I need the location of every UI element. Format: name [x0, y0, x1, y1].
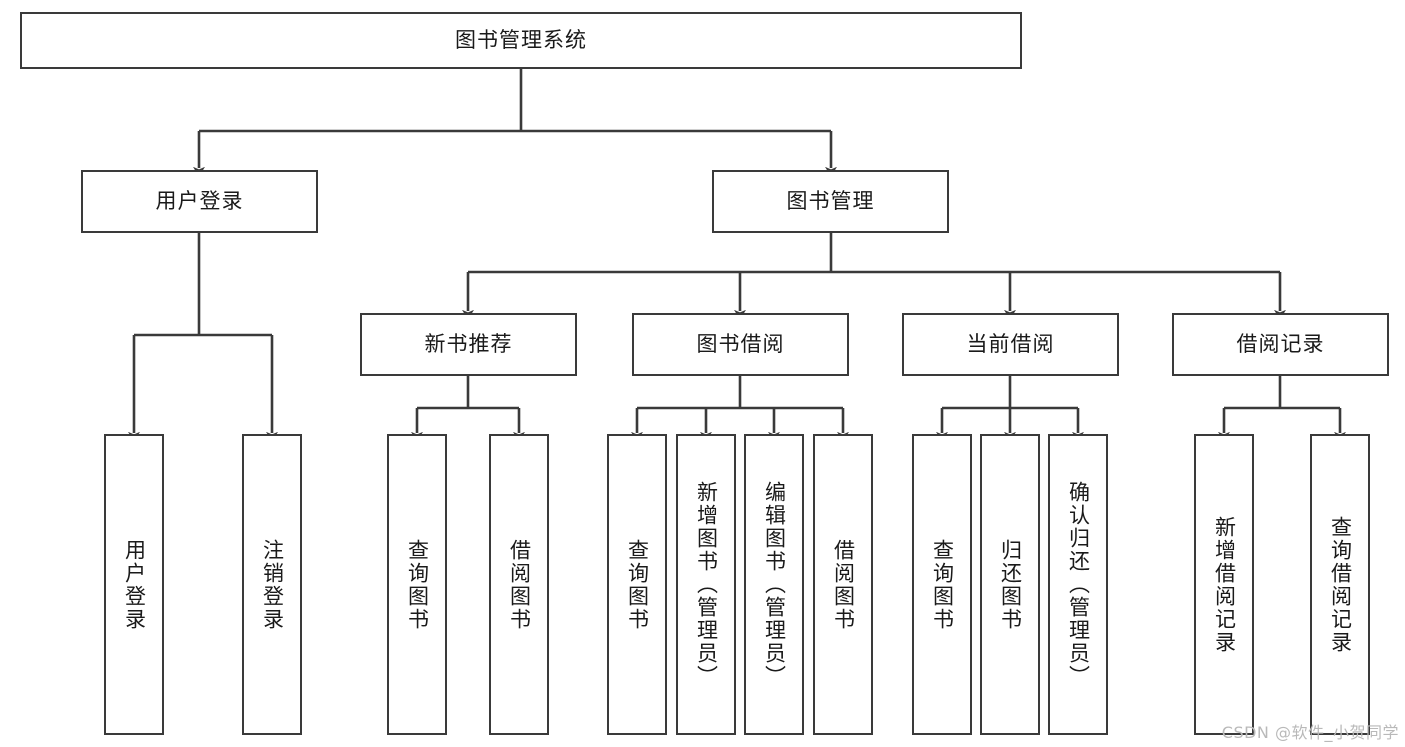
node-book-borrow[interactable]: 图书借阅 — [632, 313, 849, 376]
node-label: 新增图书（管理员） — [694, 481, 719, 688]
node-leaf-logout[interactable]: 注销登录 — [242, 434, 302, 735]
node-leaf-add-book[interactable]: 新增图书（管理员） — [676, 434, 736, 735]
node-label: 借阅图书 — [831, 538, 856, 631]
node-label: 归还图书 — [998, 538, 1023, 631]
node-label: 确认归还（管理员） — [1066, 481, 1091, 688]
node-leaf-user-login[interactable]: 用户登录 — [104, 434, 164, 735]
node-label: 图书管理 — [786, 189, 875, 213]
node-label: 借阅记录 — [1236, 332, 1325, 356]
node-leaf-borrow-book-2[interactable]: 借阅图书 — [813, 434, 873, 735]
node-label: 图书借阅 — [696, 332, 785, 356]
node-label: 编辑图书（管理员） — [762, 481, 787, 688]
node-leaf-borrow-book-1[interactable]: 借阅图书 — [489, 434, 549, 735]
node-label: 查询图书 — [930, 538, 955, 631]
node-label: 用户登录 — [155, 189, 244, 213]
csdn-watermark: CSDN @软件_小贺同学 — [1221, 723, 1399, 742]
node-label: 借阅图书 — [507, 538, 532, 631]
node-label: 查询图书 — [625, 538, 650, 631]
node-label: 新增借阅记录 — [1212, 515, 1237, 654]
node-leaf-confirm-return[interactable]: 确认归还（管理员） — [1048, 434, 1108, 735]
node-label: 图书管理系统 — [455, 28, 587, 52]
node-leaf-query-book-2[interactable]: 查询图书 — [607, 434, 667, 735]
node-leaf-query-book-1[interactable]: 查询图书 — [387, 434, 447, 735]
node-user-login[interactable]: 用户登录 — [81, 170, 318, 233]
node-book-management-system[interactable]: 图书管理系统 — [20, 12, 1022, 69]
node-leaf-query-book-3[interactable]: 查询图书 — [912, 434, 972, 735]
node-label: 用户登录 — [122, 538, 147, 631]
node-label: 查询图书 — [405, 538, 430, 631]
node-label: 查询借阅记录 — [1328, 515, 1353, 654]
node-borrow-record[interactable]: 借阅记录 — [1172, 313, 1389, 376]
node-new-book-recommend[interactable]: 新书推荐 — [360, 313, 577, 376]
node-current-borrow[interactable]: 当前借阅 — [902, 313, 1119, 376]
node-book-manage[interactable]: 图书管理 — [712, 170, 949, 233]
node-label: 当前借阅 — [966, 332, 1055, 356]
node-label: 注销登录 — [260, 538, 285, 631]
node-leaf-return-book[interactable]: 归还图书 — [980, 434, 1040, 735]
node-leaf-add-record[interactable]: 新增借阅记录 — [1194, 434, 1254, 735]
node-leaf-edit-book[interactable]: 编辑图书（管理员） — [744, 434, 804, 735]
node-leaf-query-record[interactable]: 查询借阅记录 — [1310, 434, 1370, 735]
node-label: 新书推荐 — [424, 332, 513, 356]
